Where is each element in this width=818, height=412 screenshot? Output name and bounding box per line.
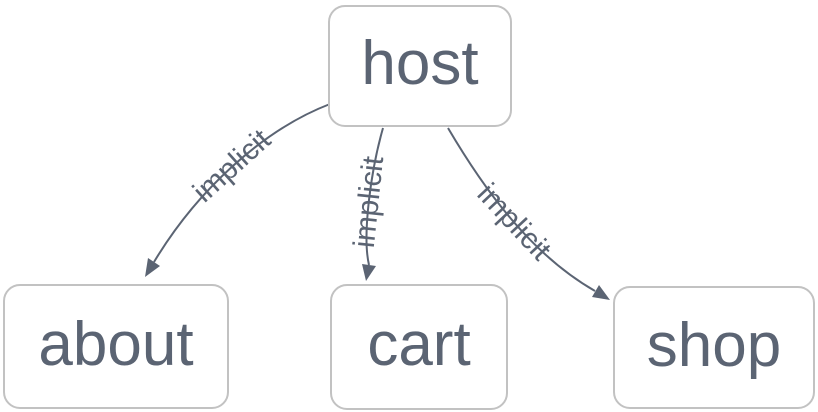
node-host: host (328, 5, 512, 127)
arrowhead-host-cart-icon (362, 264, 376, 281)
edge-label-host-cart: implicit (348, 154, 390, 249)
edge-host-shop (447, 127, 596, 292)
arrowhead-host-about-icon (145, 258, 160, 277)
node-label-host: host (361, 29, 479, 98)
edge-host-cart (365, 127, 384, 266)
node-label-shop: shop (646, 310, 782, 380)
edge-label-host-about: implicit (187, 123, 278, 209)
edge-host-about (153, 103, 331, 263)
edge-label-host-shop: implicit (471, 177, 558, 267)
node-label-about: about (38, 309, 194, 379)
node-shop: shop (613, 286, 815, 409)
node-label-cart: cart (367, 310, 471, 379)
node-about: about (3, 284, 229, 409)
arrowhead-host-shop-icon (592, 285, 610, 300)
node-cart: cart (330, 284, 508, 410)
